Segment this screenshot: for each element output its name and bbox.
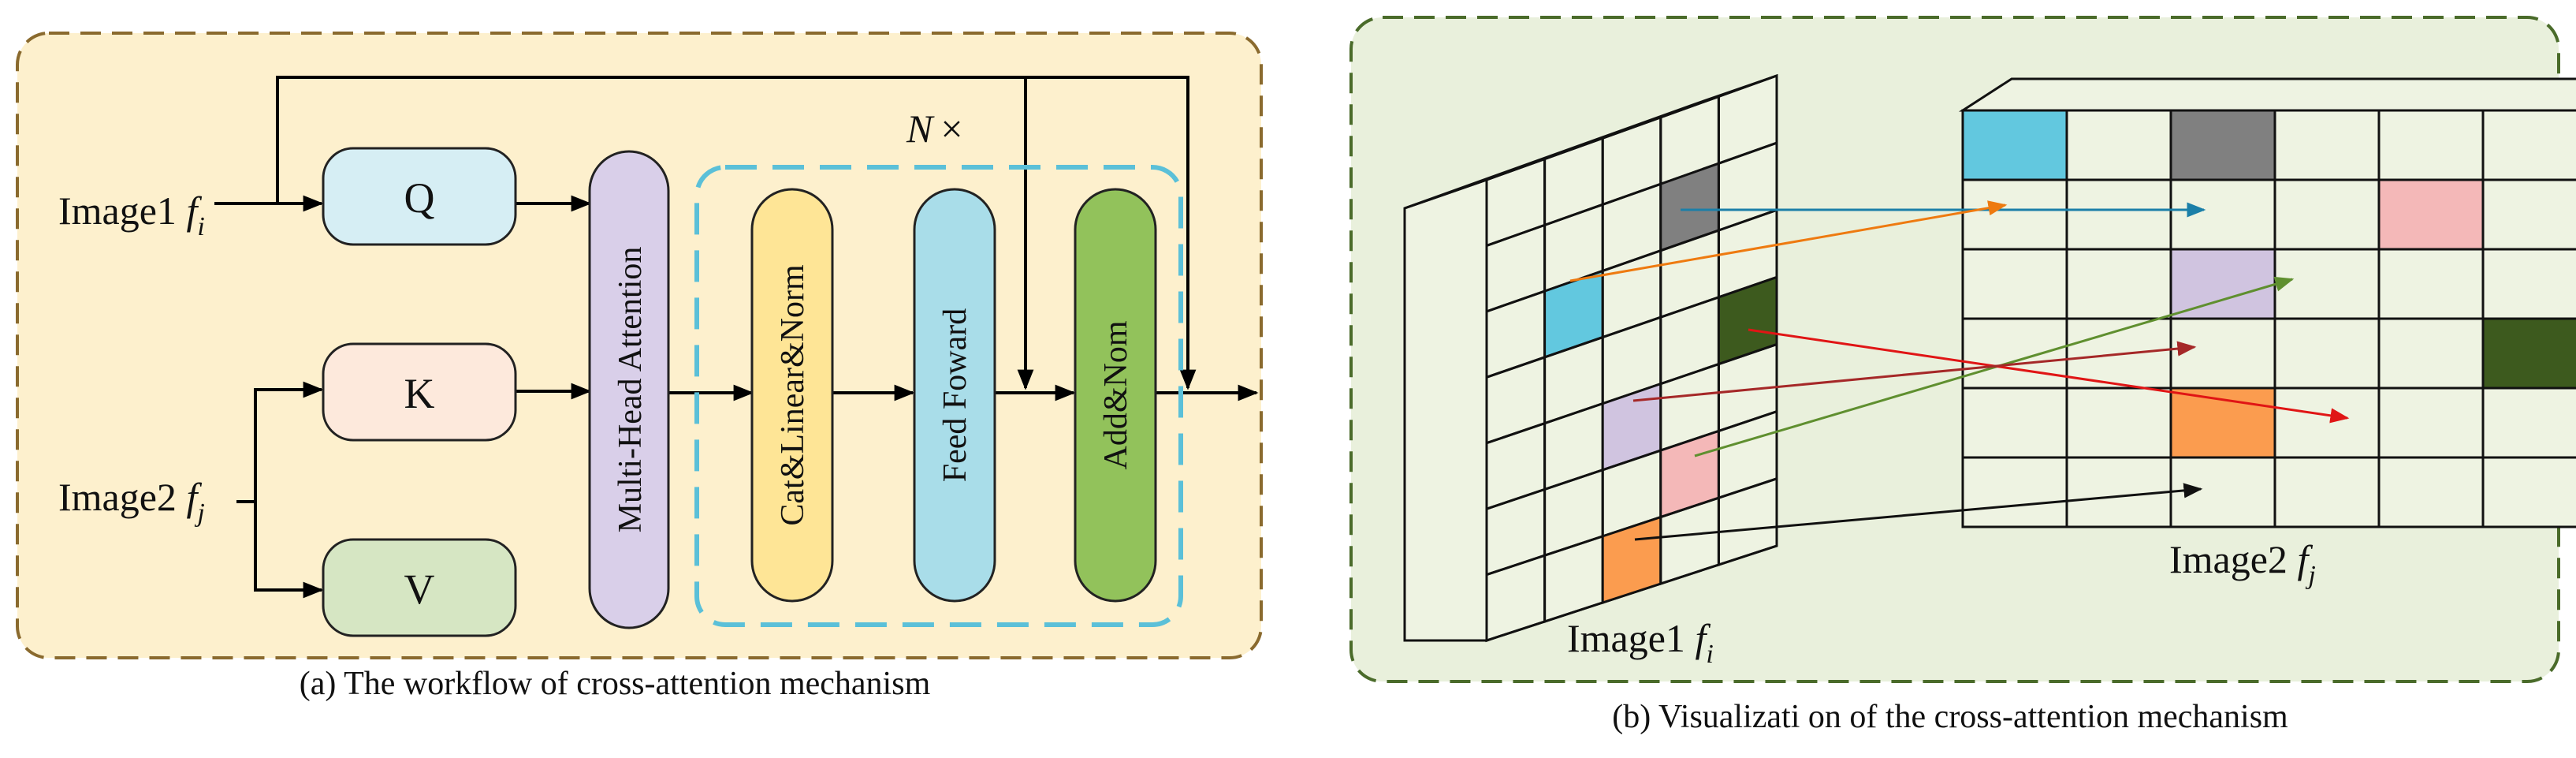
arrow-image2-to-v — [254, 502, 324, 599]
arrow-darkgreen-to-darkgreen — [1748, 328, 2350, 424]
repeat-count-label: N× — [906, 106, 963, 151]
image2-cell — [2377, 317, 2485, 390]
image2-cell — [2065, 248, 2172, 320]
image2-cell — [1961, 456, 2068, 528]
image2-cell — [1961, 386, 2068, 459]
feed-forward-label: Feed Foward — [937, 308, 973, 482]
image2-cell — [1961, 248, 2068, 320]
image2-cell — [1961, 109, 2068, 181]
panel-a: Image1 fi Image2 fj Q — [16, 32, 1263, 702]
k-box — [322, 342, 517, 442]
image2-cell — [1961, 317, 2068, 390]
image2-cell — [2273, 386, 2381, 459]
image2-cell — [2481, 386, 2576, 459]
image2-cell — [2481, 456, 2576, 528]
image2-cell — [2481, 317, 2576, 390]
cat-linear-norm-label: Cat&Linear&Norm — [775, 264, 811, 526]
panel-b-caption: (b) Visualizati on of the cross-attentio… — [1612, 699, 2288, 735]
repeat-block-border — [694, 165, 1183, 627]
correspondence-arrows — [1569, 200, 2350, 541]
arrow-image2-to-k — [254, 381, 324, 502]
add-norm-box — [1074, 188, 1157, 603]
image2-cell — [2065, 109, 2172, 181]
image2-cell — [2377, 248, 2485, 320]
image2-cell — [2377, 178, 2485, 251]
k-label: K — [404, 370, 435, 417]
image2-cell — [2273, 456, 2381, 528]
arrow-orange-to-orange — [1634, 483, 2203, 541]
mha-box — [588, 150, 670, 629]
mha-label: Multi-Head Attention — [612, 247, 649, 533]
image2-cell — [2169, 317, 2276, 390]
image2-cell — [2169, 248, 2276, 320]
cat-linear-norm-box — [750, 188, 834, 603]
panel-a-caption: (a) The workflow of cross-attention mech… — [300, 666, 931, 702]
input1-label: Image1 fi — [58, 189, 205, 241]
image2-cell — [2377, 456, 2485, 528]
image2-cell — [2273, 178, 2381, 251]
feed-forward-box — [913, 188, 996, 603]
image1-cell — [1717, 476, 1778, 567]
image2-cell — [2065, 386, 2172, 459]
image2-cell — [2377, 386, 2485, 459]
image2-cell — [2065, 178, 2172, 251]
image1-side-face — [1403, 177, 1488, 642]
image2-cell — [2273, 109, 2381, 181]
arrow-cyan-to-cyan — [1569, 200, 2008, 282]
image2-cell — [2169, 456, 2276, 528]
arrow-lavender-to-lavender — [1632, 341, 2197, 402]
image2-cell — [2377, 109, 2485, 181]
arrow-pink-to-pink — [1694, 276, 2295, 457]
image2-top-face — [1958, 77, 2576, 112]
panel-b: Image1 fi Image2 fj (b) Visualizati on o… — [1349, 16, 2576, 735]
q-box — [322, 147, 517, 246]
image2-feature-block — [1958, 77, 2576, 528]
image2-cell — [2481, 109, 2576, 181]
skip-connection-line — [276, 76, 1197, 390]
image2-label: Image2 fj — [2169, 537, 2316, 590]
image1-feature-block — [1403, 73, 1778, 643]
image2-cell — [1961, 178, 2068, 251]
image2-cell — [2169, 109, 2276, 181]
add-norm-label: Add&Nom — [1098, 320, 1134, 469]
image2-cell — [2169, 178, 2276, 251]
q-label: Q — [404, 174, 435, 222]
image2-cell — [2273, 317, 2381, 390]
image2-cell — [2273, 248, 2381, 320]
image2-cell — [2481, 248, 2576, 320]
image2-cell — [2481, 178, 2576, 251]
v-label: V — [404, 566, 435, 613]
panel-a-connectors — [214, 76, 1259, 599]
v-box — [322, 538, 517, 637]
